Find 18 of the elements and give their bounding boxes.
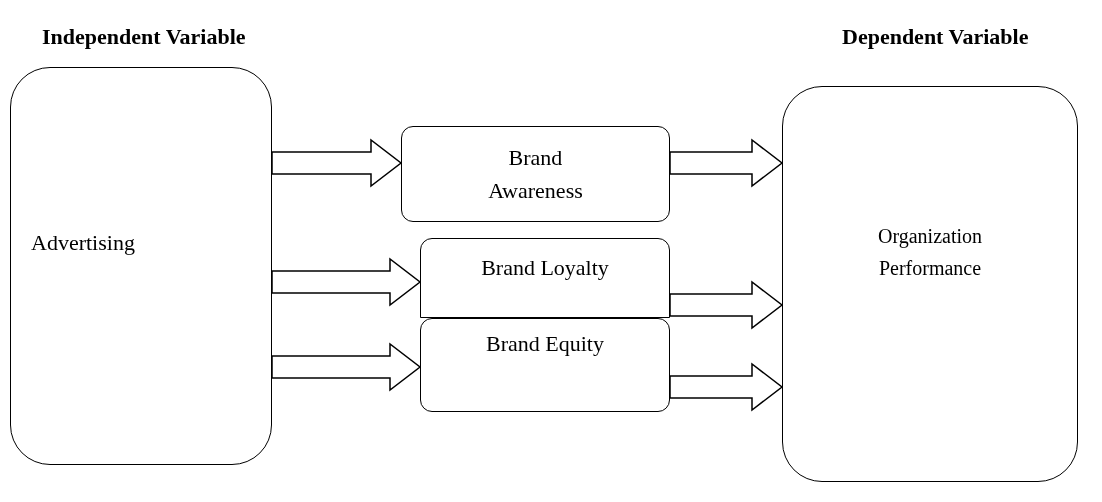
heading: Independent Variable xyxy=(42,23,246,51)
box-label: Brand Awareness xyxy=(487,144,584,205)
box-label: Brand Loyalty xyxy=(481,254,609,282)
box-label: Advertising xyxy=(31,228,135,257)
box-label: Brand Equity xyxy=(486,330,604,358)
rounded-box xyxy=(420,318,670,412)
block-arrow xyxy=(669,362,784,412)
block-arrow xyxy=(271,257,422,307)
rounded-box xyxy=(782,86,1078,482)
rounded-box xyxy=(401,126,670,222)
box-label: Organization Performance xyxy=(876,224,983,281)
block-arrow xyxy=(669,138,784,188)
heading: Dependent Variable xyxy=(842,23,1029,51)
block-arrow xyxy=(271,138,403,188)
rounded-box xyxy=(420,238,670,318)
block-arrow xyxy=(669,280,784,330)
rounded-box xyxy=(10,67,272,465)
block-arrow xyxy=(271,342,422,392)
